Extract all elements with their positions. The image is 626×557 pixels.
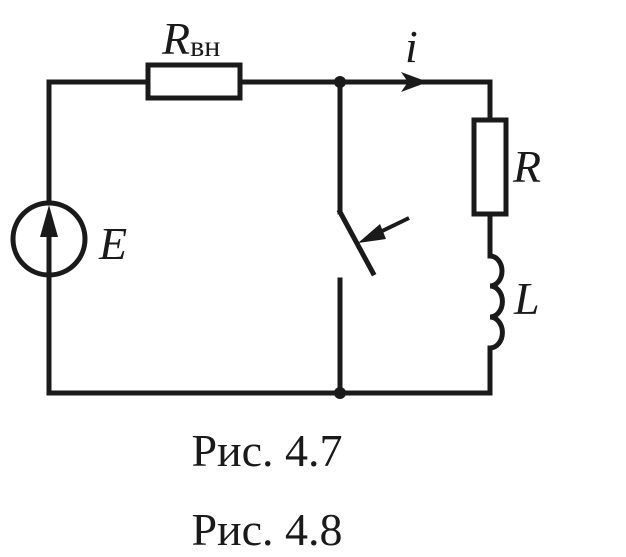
emf-source-label: E xyxy=(98,218,127,269)
internal-resistor xyxy=(145,62,243,101)
cutoff-caption: Рис. 4.8 xyxy=(191,504,343,555)
emf-source-arrowhead xyxy=(40,205,58,237)
resistor-label: R xyxy=(512,141,541,192)
switch-action-arrowhead xyxy=(358,224,386,243)
inductor-coil xyxy=(487,253,505,351)
switch-blade xyxy=(336,208,377,277)
inductor-label: L xyxy=(513,273,540,324)
cutoff-caption-clip: Рис. 4.8 xyxy=(0,504,534,557)
load-resistor xyxy=(471,117,509,217)
internal-resistor-label: Rвн xyxy=(161,13,220,64)
current-label: i xyxy=(405,21,418,72)
current-arrowhead xyxy=(401,72,428,92)
figure-caption: Рис. 4.7 xyxy=(191,425,343,476)
junction-top xyxy=(334,76,346,88)
junction-bottom xyxy=(334,387,346,399)
